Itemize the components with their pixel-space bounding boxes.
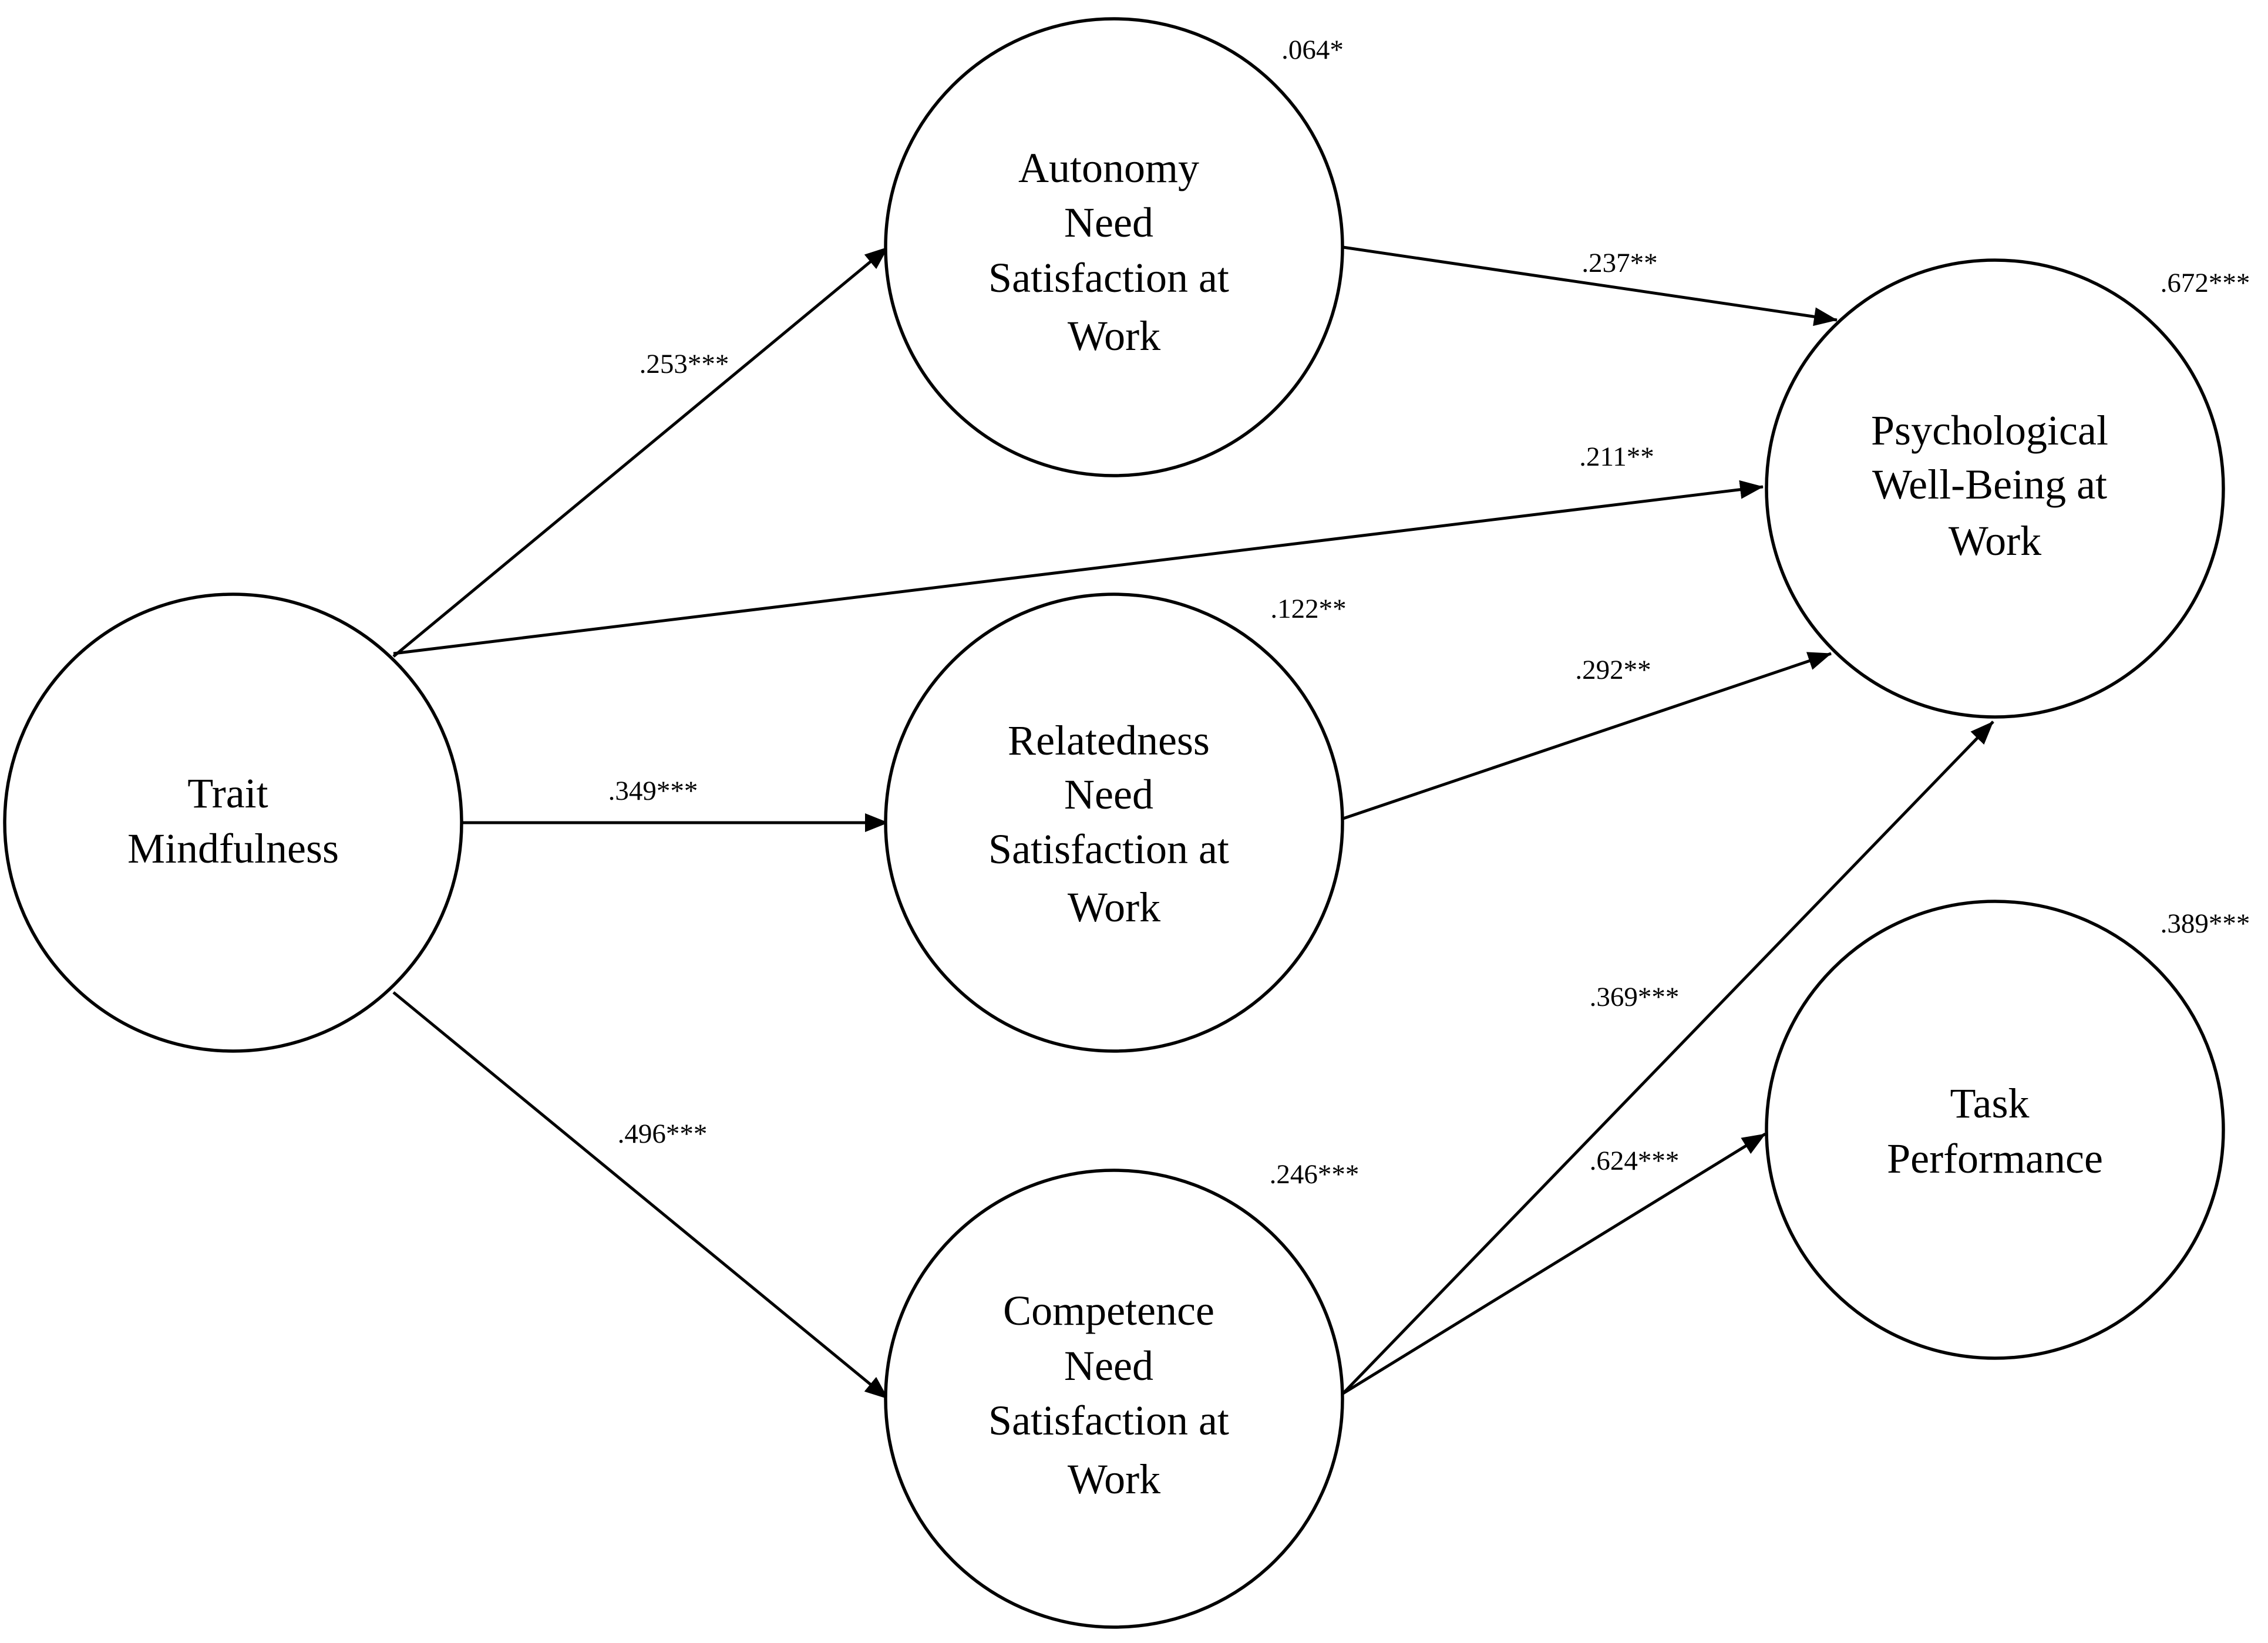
wellbeing-label: Psychological Well-Being at Work (1871, 407, 2119, 564)
autonomy-label: Autonomy Need Satisfaction at Work (988, 144, 1240, 359)
wellbeing-r2: .672*** (2161, 268, 2250, 298)
edge-trait-competence (392, 991, 889, 1400)
task-performance-r2: .389*** (2161, 908, 2250, 939)
coefficients: .253*** .349*** .496*** .211** .237** .2… (608, 248, 1680, 1176)
coef-competence-wellbeing: .369*** (1590, 982, 1680, 1012)
trait-mindfulness-circle (3, 592, 463, 1053)
coef-competence-task: .624*** (1590, 1146, 1680, 1176)
autonomy-r2: .064* (1281, 35, 1344, 65)
wellbeing-circle (1765, 258, 2225, 719)
node-relatedness: Relatedness Need Satisfaction at Work .1… (884, 592, 1347, 1053)
coef-trait-wellbeing: .211** (1579, 442, 1654, 472)
coef-trait-autonomy: .253*** (640, 349, 729, 379)
competence-r2: .246*** (1270, 1159, 1360, 1190)
node-wellbeing: Psychological Well-Being at Work .672*** (1765, 258, 2250, 719)
task-performance-label: Task Performance (1887, 1080, 2103, 1182)
node-trait-mindfulness: Trait Mindfulness (3, 592, 463, 1053)
edge-trait-wellbeing (393, 480, 1764, 655)
autonomy-circle (884, 17, 1344, 477)
coef-autonomy-wellbeing: .237** (1581, 248, 1657, 278)
edge-competence-task (1342, 1132, 1766, 1395)
competence-label: Competence Need Satisfaction at Work (988, 1287, 1240, 1503)
relatedness-circle (884, 592, 1344, 1053)
coef-trait-competence: .496*** (618, 1119, 708, 1149)
edge-trait-autonomy (392, 246, 889, 658)
node-competence: Competence Need Satisfaction at Work .24… (884, 1159, 1360, 1629)
edges (392, 245, 1994, 1400)
task-performance-circle (1765, 900, 2225, 1360)
node-autonomy: Autonomy Need Satisfaction at Work .064* (884, 17, 1344, 477)
relatedness-label: Relatedness Need Satisfaction at Work (988, 717, 1240, 931)
edge-autonomy-wellbeing (1342, 245, 1838, 326)
edge-competence-wellbeing (1342, 721, 1994, 1395)
trait-mindfulness-label: Trait Mindfulness (127, 770, 339, 872)
node-task-performance: Task Performance .389*** (1765, 900, 2250, 1360)
edge-relatedness-wellbeing (1342, 652, 1832, 820)
coef-trait-relatedness: .349*** (608, 776, 698, 806)
competence-circle (884, 1169, 1344, 1629)
relatedness-r2: .122** (1270, 594, 1346, 624)
coef-relatedness-wellbeing: .292** (1575, 655, 1651, 685)
